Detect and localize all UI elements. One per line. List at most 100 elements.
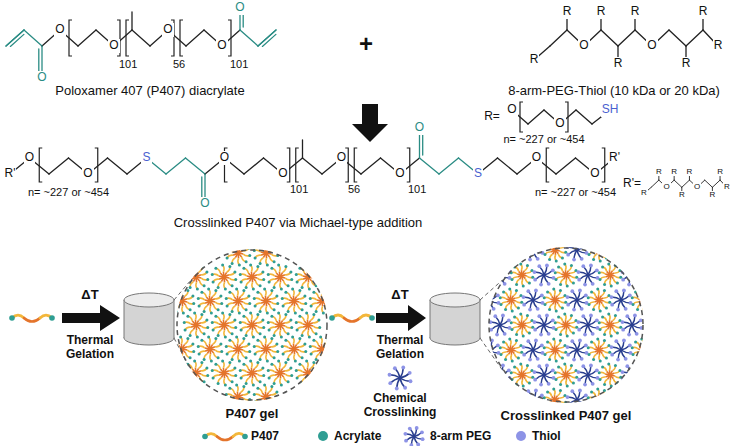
acrylate-end [193,360,196,363]
micelle [267,360,294,387]
peo-block [184,274,190,276]
acrylate-end [193,264,196,267]
ppo-block [642,350,644,355]
peo-block [604,245,610,248]
repeat-bracket [228,20,231,56]
thiol-end [610,303,614,307]
acrylate-end [643,359,646,362]
thiol-end [577,320,581,324]
peo-block [311,267,314,273]
thiol-end [589,264,593,268]
acrylate-end [281,297,284,300]
acrylate-end [235,240,238,243]
acrylate-end [517,307,520,310]
acrylate-end [238,311,241,314]
acrylate-end [554,271,557,274]
acrylate-end [555,259,558,262]
micelle-core [278,371,282,375]
acrylate-end [552,338,555,341]
bond [186,30,204,46]
acrylate-end [245,334,248,337]
thiol-end [551,268,555,272]
acrylate-end [369,315,375,321]
micelle [510,263,535,288]
peo-block [592,242,596,246]
peo-block [176,354,179,360]
acrylate-end [575,276,578,279]
acrylate-end [312,339,315,342]
thiol-end [388,373,392,377]
thiol-end [547,282,551,286]
acrylate-end [254,400,257,403]
acrylate-end [326,289,329,292]
acrylate-end [318,374,321,377]
acrylate-end [287,380,290,383]
acrylate-end [261,271,264,274]
acrylate-end [256,313,259,316]
acrylate-end [590,340,593,343]
acrylate-end [317,271,320,274]
peo-block [227,399,233,402]
thiol-end [616,308,620,312]
bond [240,30,258,46]
thiol-end [478,345,482,349]
peo-block [258,244,262,249]
acrylate-end [291,288,294,291]
micelle-core [222,371,226,375]
repeat-bracket [602,148,605,182]
micelle-core [520,273,524,277]
acrylate-end [548,358,551,361]
micelle [543,338,568,363]
acrylate-end [200,291,203,294]
acrylate-end [555,359,558,362]
acrylate-end [259,262,262,265]
acrylate-end [284,313,287,316]
ppo-block [643,299,648,302]
crosslinked-packing [478,238,656,413]
acrylate-end [247,247,250,250]
acrylate-end [275,247,278,250]
acrylate-end [259,380,262,383]
acrylate-end [228,243,231,246]
acrylate-end [649,357,652,360]
acrylate-end [315,380,318,383]
acrylate-end [239,369,242,372]
peo-block [548,242,552,246]
acrylate-end [289,319,292,322]
acrylate-end [189,308,192,311]
peg-core [575,348,578,351]
acrylate-end [513,315,516,318]
acrylate-end [267,321,270,324]
thiol-end [537,314,541,318]
acrylate-end [207,336,210,339]
acrylate-end [234,374,237,377]
acrylate-end [557,315,560,318]
acrylate-end [270,289,273,292]
acrylate-end [277,264,280,267]
acrylate-end [647,289,650,292]
micelle [253,240,280,267]
thiol-end [526,339,530,343]
peg-arm [489,290,492,300]
acrylate-end [240,280,243,283]
acrylate-end [332,302,335,305]
peg-star-icon [610,339,633,362]
peo-block [643,305,644,311]
acrylate-end [603,339,606,342]
acrylate-end [287,358,290,361]
acrylate-end [517,357,520,360]
acrylate-end [317,367,320,370]
acrylate-end [205,271,208,274]
peo-block [184,370,190,372]
peo-block [327,296,333,299]
acrylate-end [261,319,264,322]
acrylate-end [214,315,217,318]
acrylate-end [515,283,518,286]
gel-cylinder [430,293,480,345]
acrylate-end [318,326,321,329]
micelle [211,264,238,291]
acrylate-end [510,328,513,331]
acrylate-end [596,288,599,291]
acrylate-end [543,346,546,349]
